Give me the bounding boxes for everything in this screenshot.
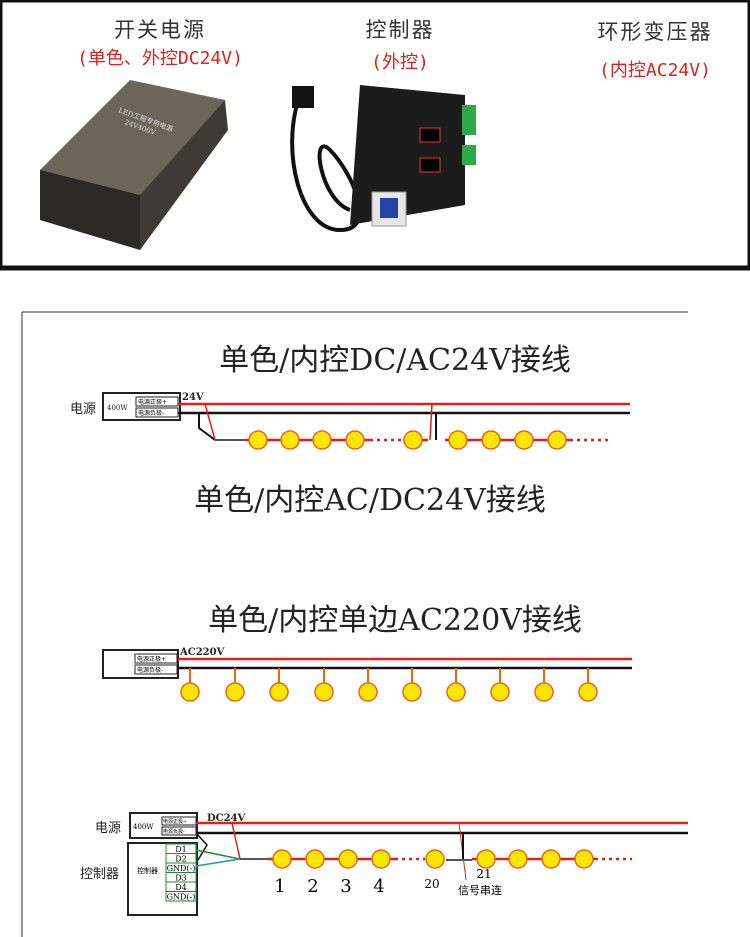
led-bulb (574, 849, 594, 869)
led-bulb (534, 682, 554, 702)
svg-text:电源正极+: 电源正极+ (138, 398, 167, 406)
led-bulb (248, 430, 268, 450)
controller-pin-label: GND(-) (167, 893, 196, 902)
led-bulb (541, 849, 561, 869)
product-title-controller: 控制器 (365, 18, 435, 42)
d1-source-label: 电源 (70, 402, 96, 417)
svg-text:400W: 400W (107, 404, 128, 412)
controller-pin (165, 891, 197, 902)
led-bulb (446, 682, 466, 702)
led-bulb (305, 849, 325, 869)
product-subtitle-controller: (外控) (371, 52, 429, 73)
controller-pin-label: D3 (175, 874, 187, 883)
led-bulb (476, 849, 496, 869)
led-bulb (514, 430, 534, 450)
controller-pin-label: D2 (175, 855, 187, 864)
power-supply-photo: LED工程专用电源 24V400V (40, 80, 228, 250)
led-bulb (269, 682, 289, 702)
diagram1-title: 单色/内控DC/AC24V接线 (219, 343, 571, 378)
led-bulb (358, 682, 378, 702)
led-bulb (225, 682, 245, 702)
led-bulb (425, 849, 445, 869)
led-bulb (180, 682, 200, 702)
svg-text:控制器: 控制器 (137, 866, 158, 875)
controller-pin-label: D4 (175, 883, 187, 892)
led-bulb (403, 430, 423, 450)
led-bulb (312, 430, 332, 450)
product-band-border (0, 0, 750, 271)
led-bulb (314, 682, 334, 702)
controller-photo (290, 85, 476, 233)
led-bulb (448, 430, 468, 450)
product-title-transformer: 环形变压器 (597, 20, 713, 44)
svg-text:电源正极+: 电源正极+ (137, 655, 166, 663)
led-bulb (345, 430, 365, 450)
d1-voltage: 24V (182, 392, 204, 403)
controller-pin-label: GND(-) (167, 864, 196, 873)
svg-text:电源负极-: 电源负极- (137, 666, 163, 674)
d4-controller-label: 控制器 (80, 867, 119, 882)
diagram3-title: 单色/内控单边AC220V接线 (208, 603, 582, 638)
signal-cascade-label: 信号串连 (458, 884, 502, 897)
controller-pin-label: D1 (175, 845, 187, 854)
product-subtitle-psu: (单色、外控DC24V) (77, 48, 243, 69)
product-subtitle-transformer: (内控AC24V) (599, 60, 711, 81)
product-title-psu: 开关电源 (114, 18, 206, 42)
svg-text:电源正极+: 电源正极+ (163, 818, 187, 825)
led-bulb (490, 682, 510, 702)
d4-voltage: DC24V (207, 813, 246, 824)
bulb-number: 3 (340, 876, 351, 897)
led-bulb (338, 849, 358, 869)
d4-source-label: 电源 (95, 821, 121, 836)
diagram2-title: 单色/内控AC/DC24V接线 (194, 483, 546, 518)
led-bulb (402, 682, 422, 702)
led-bulb (578, 682, 598, 702)
led-bulb (481, 430, 501, 450)
bulb-number: 1 (274, 876, 285, 897)
bulb-number: 4 (373, 876, 384, 897)
led-bulb (371, 849, 391, 869)
svg-text:电源负极-: 电源负极- (163, 828, 185, 835)
bulb-number: 2 (307, 876, 318, 897)
bulb-number-21: 21 (476, 867, 491, 881)
led-bulb (272, 849, 292, 869)
led-bulb (547, 430, 567, 450)
led-bulb (280, 430, 300, 450)
led-bulb (508, 849, 528, 869)
d3-voltage: AC220V (179, 647, 225, 658)
svg-text:400W: 400W (133, 823, 154, 831)
svg-text:电源负极-: 电源负极- (138, 409, 164, 417)
diagram-frame (21, 311, 688, 937)
bulb-number-20: 20 (424, 877, 439, 891)
